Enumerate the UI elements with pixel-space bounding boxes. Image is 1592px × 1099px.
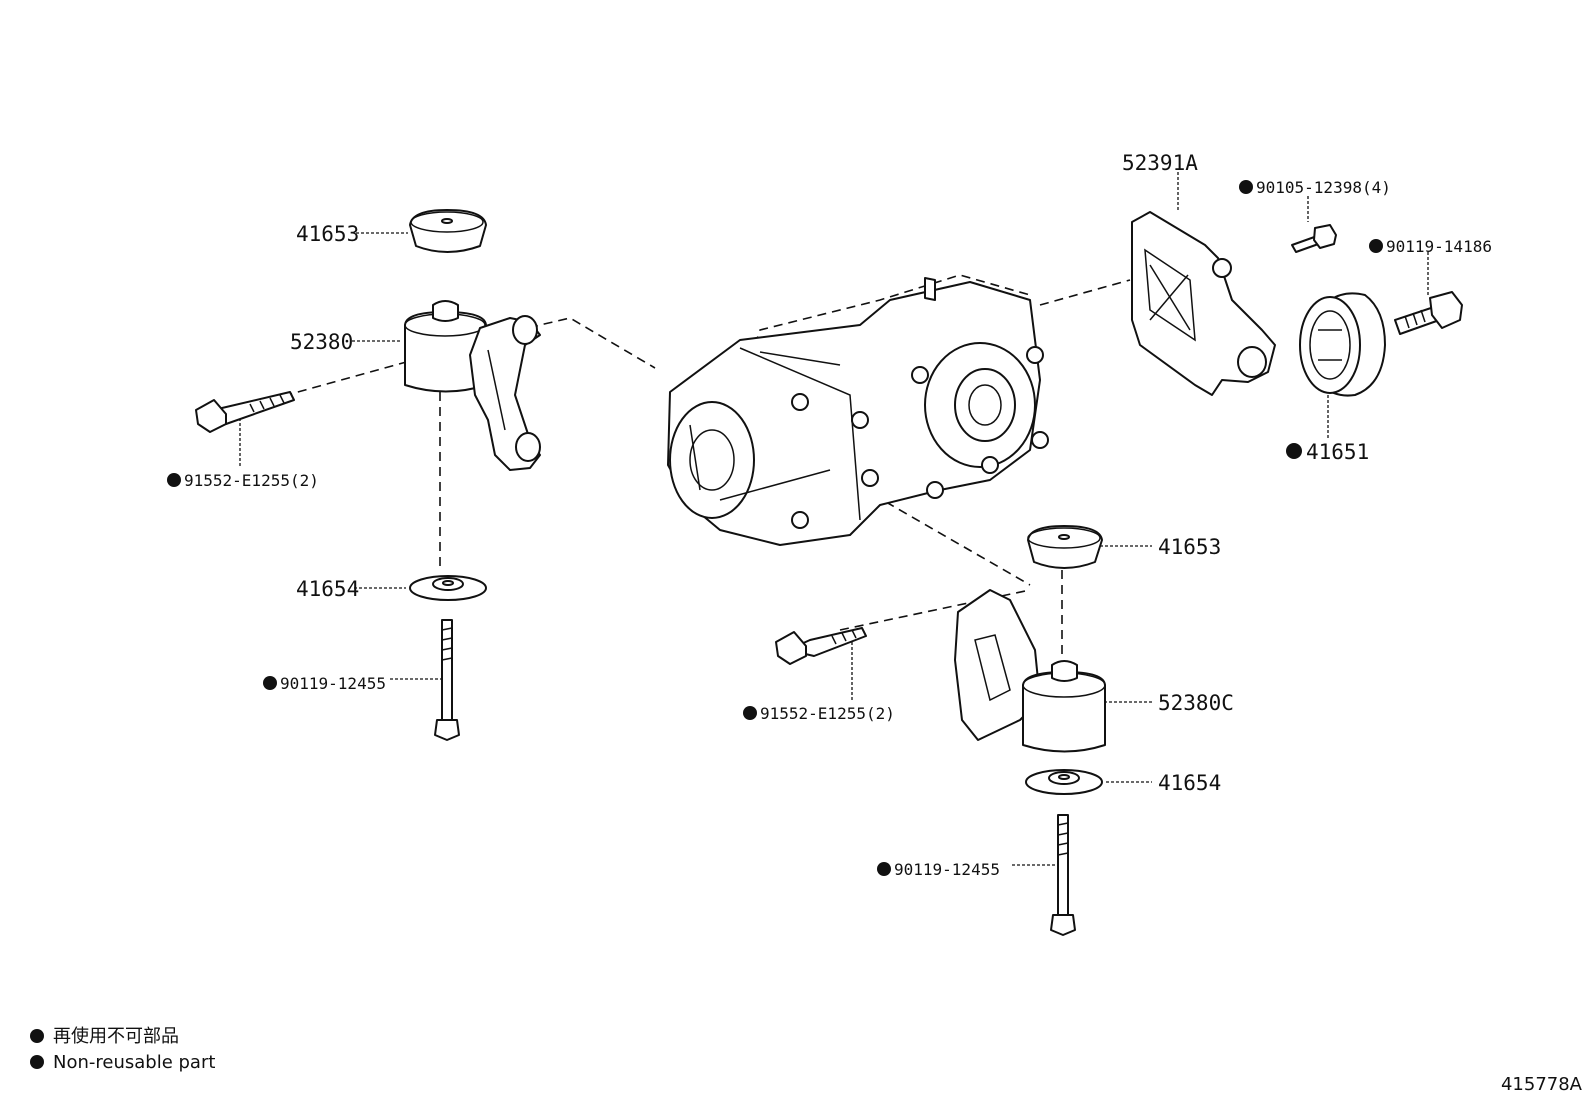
non-reusable-bullet-icon (877, 862, 891, 876)
callout-41654-left: 41654 (296, 577, 359, 601)
lower-stopper-left (409, 575, 487, 601)
differential-carrier (667, 277, 1049, 546)
callout-52380: 52380 (290, 330, 353, 354)
differential-cushion-left (404, 300, 541, 471)
leader-lines (239, 172, 1429, 866)
bolt-left (195, 391, 295, 433)
non-reusable-bullet-icon (167, 473, 181, 487)
non-reusable-bullet-icon (743, 706, 757, 720)
legend-bullet-icon (30, 1029, 44, 1043)
non-reusable-bullet-icon (1239, 180, 1253, 194)
assembly-lines (239, 274, 1131, 660)
callout-41653-right: 41653 (1158, 535, 1221, 559)
legend-english: Non-reusable part (53, 1052, 215, 1073)
legend-japanese: 再使用不可部品 (53, 1026, 179, 1047)
callout-91552-left: 91552-E1255(2) (184, 471, 319, 490)
callout-52380c: 52380C (1158, 691, 1234, 715)
non-reusable-bullet-icon (1369, 239, 1383, 253)
upper-stopper-left (409, 209, 487, 253)
dynamic-damper (1299, 292, 1386, 397)
rear-bracket (1131, 211, 1276, 396)
bolt-damper (1394, 291, 1463, 335)
callout-90105-12398: 90105-12398(4) (1256, 178, 1391, 197)
callout-90119-14186: 90119-14186 (1386, 237, 1492, 256)
non-reusable-bullet-icon (1286, 443, 1302, 459)
upper-stopper-right (1027, 525, 1103, 569)
legend-bullet-icon (30, 1055, 44, 1069)
callout-41653-left: 41653 (296, 222, 359, 246)
long-bolt-right (1050, 814, 1076, 936)
callout-52391a: 52391A (1122, 151, 1198, 175)
non-reusable-bullet-icon (263, 676, 277, 690)
differential-cushion-right (954, 589, 1106, 753)
long-bolt-left (434, 619, 460, 741)
illustration-number: 415778A (1501, 1074, 1583, 1095)
callout-90119-12455-right: 90119-12455 (894, 860, 1000, 879)
callout-labels: 41653 52380 91552-E1255(2) 41654 90119-1… (167, 151, 1492, 879)
bolt-right (775, 627, 867, 665)
callout-41651: 41651 (1306, 440, 1369, 464)
callout-41654-right: 41654 (1158, 771, 1221, 795)
lower-stopper-right (1025, 769, 1103, 795)
callout-90119-12455-left: 90119-12455 (280, 674, 386, 693)
callout-91552-right: 91552-E1255(2) (760, 704, 895, 723)
bolt-bracket (1291, 224, 1337, 253)
legend: 再使用不可部品 Non-reusable part (30, 1026, 215, 1073)
